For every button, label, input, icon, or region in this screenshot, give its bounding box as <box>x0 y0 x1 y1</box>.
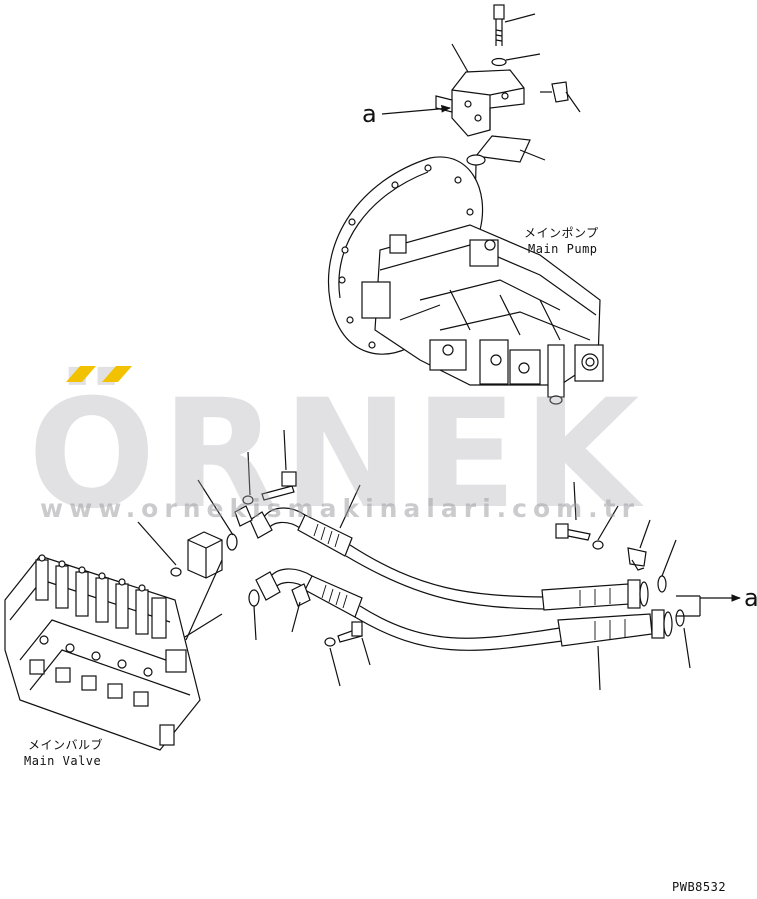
watermark-umlaut-accent <box>66 366 132 382</box>
main-pump-label-en: Main Pump <box>528 242 598 256</box>
main-pump-label-jp: メインポンプ <box>524 226 599 240</box>
o-ring-top <box>466 154 486 166</box>
top-valve-block-assembly <box>381 4 581 251</box>
upper-hose-sleeve <box>297 514 353 557</box>
lower-hose-end-sleeve <box>557 613 653 647</box>
upper-hose-end-sleeve <box>541 583 631 611</box>
top-bolt-head <box>493 4 505 20</box>
drawing-code: PWB8532 <box>672 880 727 894</box>
main-valve-label-jp: メインバルブ <box>28 738 104 752</box>
upper-o-ring <box>657 575 667 593</box>
valve-block <box>451 69 525 137</box>
main-pump <box>328 156 604 405</box>
view-marker-right: a <box>744 584 757 612</box>
lower-o-ring <box>675 609 685 627</box>
view-marker-top: a <box>362 100 377 128</box>
regulator-left <box>361 281 391 319</box>
lower-hose-sleeve <box>304 575 363 618</box>
main-valve <box>4 554 201 751</box>
hose-assembly <box>137 429 741 691</box>
watermark-brand: ÖRNEK <box>28 368 646 542</box>
main-valve-label-en: Main Valve <box>24 754 102 768</box>
top-washer <box>491 57 507 67</box>
gasket <box>474 135 531 163</box>
side-plug <box>551 81 569 103</box>
watermark-url: www.ornekismakinalari.com.tr <box>40 494 640 523</box>
